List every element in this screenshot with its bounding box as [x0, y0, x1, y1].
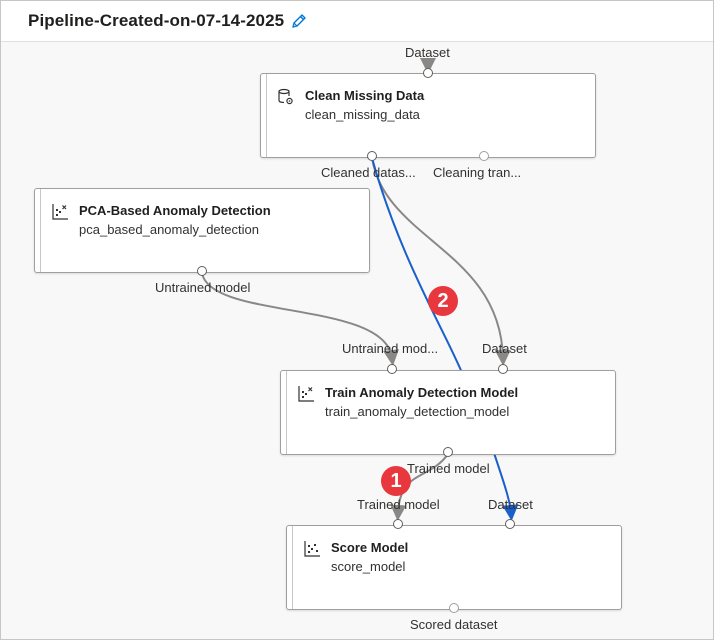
score-output-label: Scored dataset	[410, 617, 498, 632]
score-input-port-trained[interactable]	[393, 519, 403, 529]
score-input-port-dataset[interactable]	[505, 519, 515, 529]
node-title: PCA-Based Anomaly Detection	[79, 203, 271, 218]
clean-input-label: Dataset	[405, 45, 450, 60]
node-pca-anomaly-detection[interactable]: PCA-Based Anomaly Detection pca_based_an…	[34, 188, 370, 273]
clean-input-port[interactable]	[423, 68, 433, 78]
node-clean-missing-data[interactable]: Clean Missing Data clean_missing_data	[260, 73, 596, 158]
clean-output-label-transform: Cleaning tran...	[433, 165, 522, 180]
node-identifier: train_anomaly_detection_model	[325, 404, 510, 419]
pipeline-title: Pipeline-Created-on-07-14-2025	[28, 11, 285, 30]
train-output-label: Trained model	[407, 461, 490, 476]
train-output-port[interactable]	[443, 447, 453, 457]
node-title: Score Model	[331, 540, 409, 555]
pca-output-port[interactable]	[197, 266, 207, 276]
scatter-plot-icon	[51, 203, 69, 221]
step-badge-2: 2	[428, 286, 458, 316]
score-input-label-trained: Trained model	[357, 497, 440, 512]
node-train-anomaly-detection[interactable]: Train Anomaly Detection Model train_anom…	[280, 370, 616, 455]
pencil-icon[interactable]	[289, 11, 309, 31]
pca-output-label: Untrained model	[155, 280, 251, 295]
node-score-model[interactable]: Score Model score_model	[286, 525, 622, 610]
score-input-label-dataset: Dataset	[488, 497, 533, 512]
train-input-label-untrained: Untrained mod...	[342, 341, 439, 356]
node-identifier: score_model	[331, 559, 406, 574]
train-input-port-untrained[interactable]	[387, 364, 397, 374]
train-input-port-dataset[interactable]	[498, 364, 508, 374]
train-input-label-dataset: Dataset	[482, 341, 527, 356]
scatter-plot-icon	[297, 385, 315, 403]
node-title: Train Anomaly Detection Model	[325, 385, 519, 400]
node-title: Clean Missing Data	[305, 88, 425, 103]
clean-output-label-cleaned: Cleaned datas...	[321, 165, 416, 180]
step-badge-1: 1	[381, 466, 411, 496]
scatter-dots-icon	[303, 540, 321, 558]
database-gear-icon	[277, 88, 295, 106]
pipeline-header: Pipeline-Created-on-07-14-2025	[1, 1, 713, 42]
node-identifier: clean_missing_data	[305, 107, 420, 122]
clean-output-port-transform[interactable]	[479, 151, 489, 161]
node-identifier: pca_based_anomaly_detection	[79, 222, 259, 237]
score-output-port[interactable]	[449, 603, 459, 613]
clean-output-port-cleaned[interactable]	[367, 151, 377, 161]
